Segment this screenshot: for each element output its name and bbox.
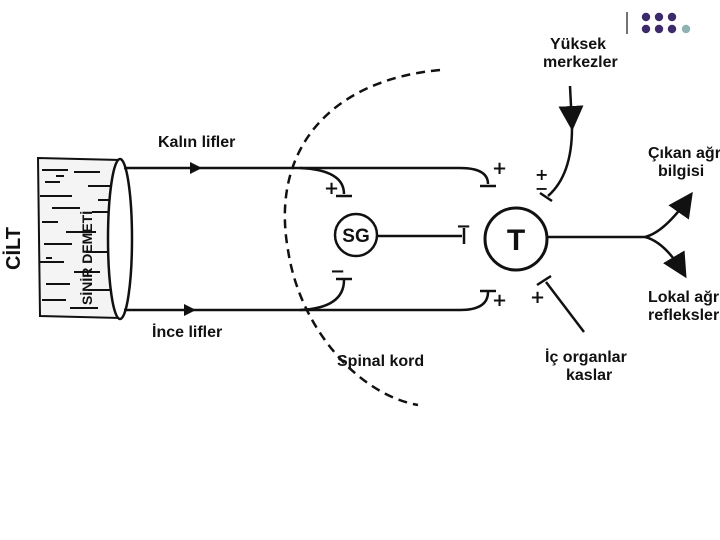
sg-label: SG: [342, 226, 369, 247]
t-label: T: [507, 224, 525, 257]
ascending-pain-label-1: Çıkan ağrı: [648, 145, 720, 162]
higher-centers-label-2: merkezler: [543, 54, 618, 71]
visceral-label-1: İç organlar: [545, 348, 627, 366]
nerve-bundle-cylinder: [36, 156, 134, 321]
sign-t-higher-minus: −: [535, 179, 548, 198]
thick-fiber-arrow: [190, 162, 202, 174]
visceral-input-line: [545, 281, 585, 333]
local-reflex-label-2: refleksleri: [648, 307, 720, 324]
synapse-ends: [336, 184, 496, 293]
sg-node: SG: [333, 212, 379, 258]
thick-fibers: [124, 166, 490, 195]
sign-t-higher: +: [535, 165, 548, 184]
visceral-label-2: kaslar: [566, 367, 612, 384]
skin-label: CİLT: [2, 227, 25, 270]
thin-fiber-arrow: [184, 304, 196, 316]
logo-dot: [667, 12, 677, 22]
logo-dot: [641, 12, 651, 22]
nerve-bundle-label: SİNİR DEMETİ: [79, 211, 95, 305]
ascending-pain-label-2: bilgisi: [658, 163, 704, 180]
corner-logo: [626, 12, 691, 34]
sign-t-thick: +: [492, 158, 507, 179]
thin-fibers: [124, 279, 490, 312]
sign-t-visceral: +: [530, 287, 545, 308]
sign-sg-thick: +: [324, 178, 339, 199]
higher-centers-label-1: Yüksek: [550, 36, 606, 53]
higher-centers-arrow: [558, 85, 584, 131]
t-output: [548, 191, 693, 279]
spinal-cord-boundary: [283, 68, 441, 407]
thin-fibers-label: İnce lifler: [152, 323, 222, 341]
sign-t-thin: +: [492, 290, 507, 311]
visceral-tick: [536, 274, 552, 287]
logo-dot: [641, 24, 651, 34]
spinal-cord-label: Spinal kord: [337, 353, 424, 370]
logo-dot: [654, 12, 664, 22]
thick-fibers-label: Kalın lifler: [158, 134, 235, 151]
logo-dot: [654, 24, 664, 34]
sign-t-from-sg: −: [456, 216, 471, 237]
sign-sg-thin: −: [330, 261, 345, 282]
logo-dot: [681, 24, 691, 34]
higher-centers-line: [547, 127, 574, 197]
t-node: T: [483, 206, 549, 272]
local-reflex-label-1: Lokal ağrı: [648, 289, 720, 306]
logo-dot: [667, 24, 677, 34]
higher-centers-tick: [539, 191, 553, 203]
